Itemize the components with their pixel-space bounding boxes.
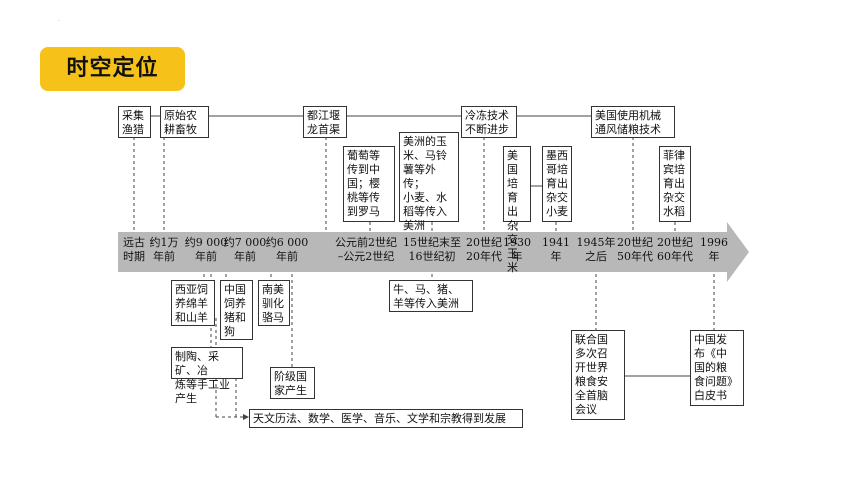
event-box-foraging: 采集 渔猎 xyxy=(118,106,151,138)
event-box-class-state: 阶级国 家产生 xyxy=(270,367,315,399)
timeline-label: 约6 000 年前 xyxy=(265,236,309,263)
timeline-label: 15世纪末至 16世纪初 xyxy=(403,236,461,263)
event-box-china-whitepaper: 中国发 布《中 国的粮 食问题》 白皮书 xyxy=(690,330,744,406)
timeline-label: 1941 年 xyxy=(542,236,570,263)
event-box-hybrid-corn: 美国 培育 出杂 交玉 米 xyxy=(503,146,531,274)
timeline-arrow-head xyxy=(727,222,749,282)
timeline-label: 约9 000 年前 xyxy=(184,236,228,263)
timeline-label: 1930 年 xyxy=(503,236,531,264)
timeline-label: 20世纪 50年代 xyxy=(617,236,653,263)
timeline-label: 20世纪 20年代 xyxy=(466,236,502,263)
event-box-livestock-to-america: 牛、马、猪、 羊等传入美洲 xyxy=(389,280,473,312)
section-title: 时空定位 xyxy=(40,47,185,91)
event-box-columbian-exchange: 美洲的玉 米、马铃 薯等外传； 小麦、水 稻等传入 美洲 xyxy=(399,132,459,232)
event-box-handicraft: 制陶、采矿、冶 炼等手工业产生 xyxy=(171,347,243,405)
event-box-farming: 原始农 耕畜牧 xyxy=(160,106,209,138)
event-box-dujiangyan: 都江堰 龙首渠 xyxy=(303,106,347,138)
event-box-china-pigs-dogs: 中国 饲养 猪和 狗 xyxy=(220,280,253,340)
event-box-un-food-summit: 联合国 多次召 开世界 粮食安 全首脑 会议 xyxy=(571,330,625,420)
event-box-culture-development: 天文历法、数学、医学、音乐、文学和宗教得到发展 xyxy=(249,409,523,428)
event-box-grape-spread: 葡萄等 传到中 国；樱 桃等传 到罗马 xyxy=(343,146,395,222)
event-box-ventilated-storage: 美国使用机械 通风储粮技术 xyxy=(591,106,675,138)
timeline-label: 1996 年 xyxy=(700,236,728,263)
event-box-west-asia-sheep: 西亚饲 养绵羊 和山羊 xyxy=(171,280,215,326)
timeline-label: 20世纪 60年代 xyxy=(657,236,693,263)
arrowhead xyxy=(243,414,249,420)
timeline-label: 1945年 之后 xyxy=(576,236,616,263)
corner-mark: · xyxy=(58,18,60,25)
event-box-hybrid-wheat: 墨西 哥培 育出 杂交 小麦 xyxy=(542,146,572,222)
timeline-label: 约7 000 年前 xyxy=(223,236,267,263)
timeline-label: 约1万 年前 xyxy=(149,236,179,263)
timeline-label: 远古 时期 xyxy=(123,236,145,263)
timeline-label: 公元前2世纪 –公元2世纪 xyxy=(335,236,397,263)
event-box-freezing-tech: 冷冻技术 不断进步 xyxy=(461,106,517,138)
event-box-south-america-llama: 南美 驯化 骆马 xyxy=(258,280,290,326)
event-box-hybrid-rice: 菲律 宾培 育出 杂交 水稻 xyxy=(659,146,691,222)
timeline-arrow-bar xyxy=(118,232,728,272)
